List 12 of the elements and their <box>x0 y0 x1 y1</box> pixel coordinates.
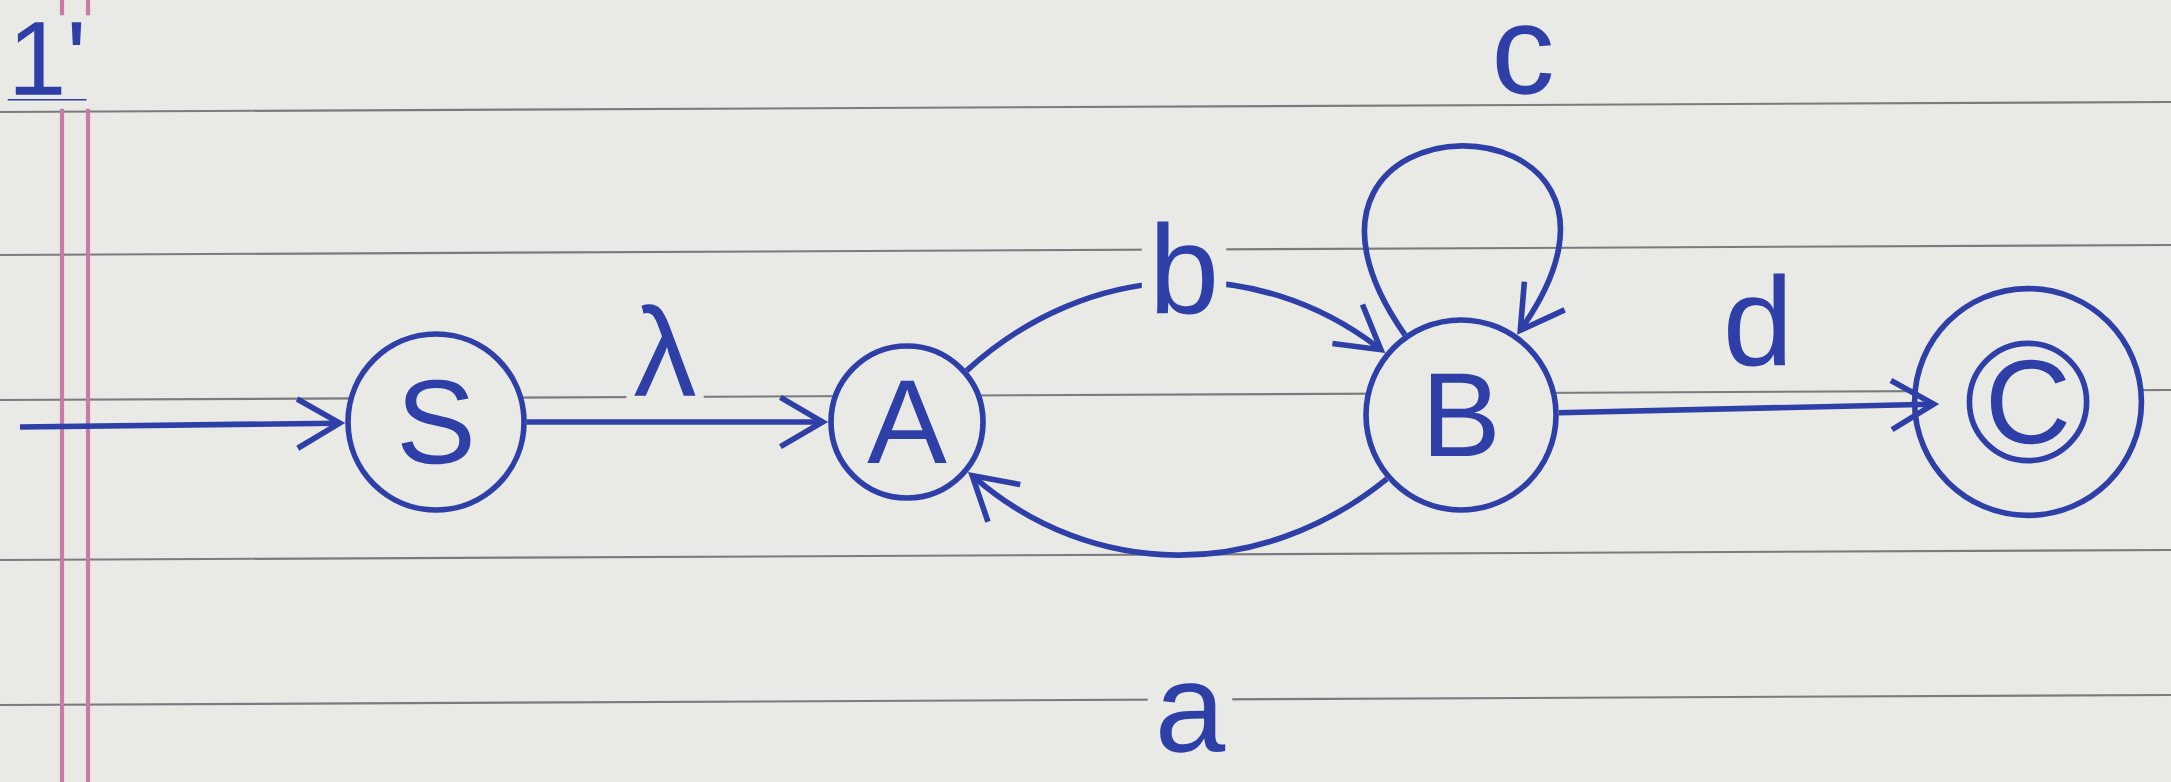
edge-label: d <box>1715 266 1801 374</box>
page-number: 1' <box>0 15 94 109</box>
arrow <box>968 471 1389 558</box>
node-label: C <box>1990 359 2067 445</box>
edge-label: λ <box>626 297 704 403</box>
arrow <box>1558 378 1940 433</box>
edge-label: a <box>1147 676 1233 760</box>
edge-label: c <box>1484 18 1562 102</box>
arrow <box>526 394 829 449</box>
loop-arrow <box>1361 143 1566 337</box>
arrow <box>19 396 346 451</box>
edge-label: b <box>1141 214 1227 322</box>
